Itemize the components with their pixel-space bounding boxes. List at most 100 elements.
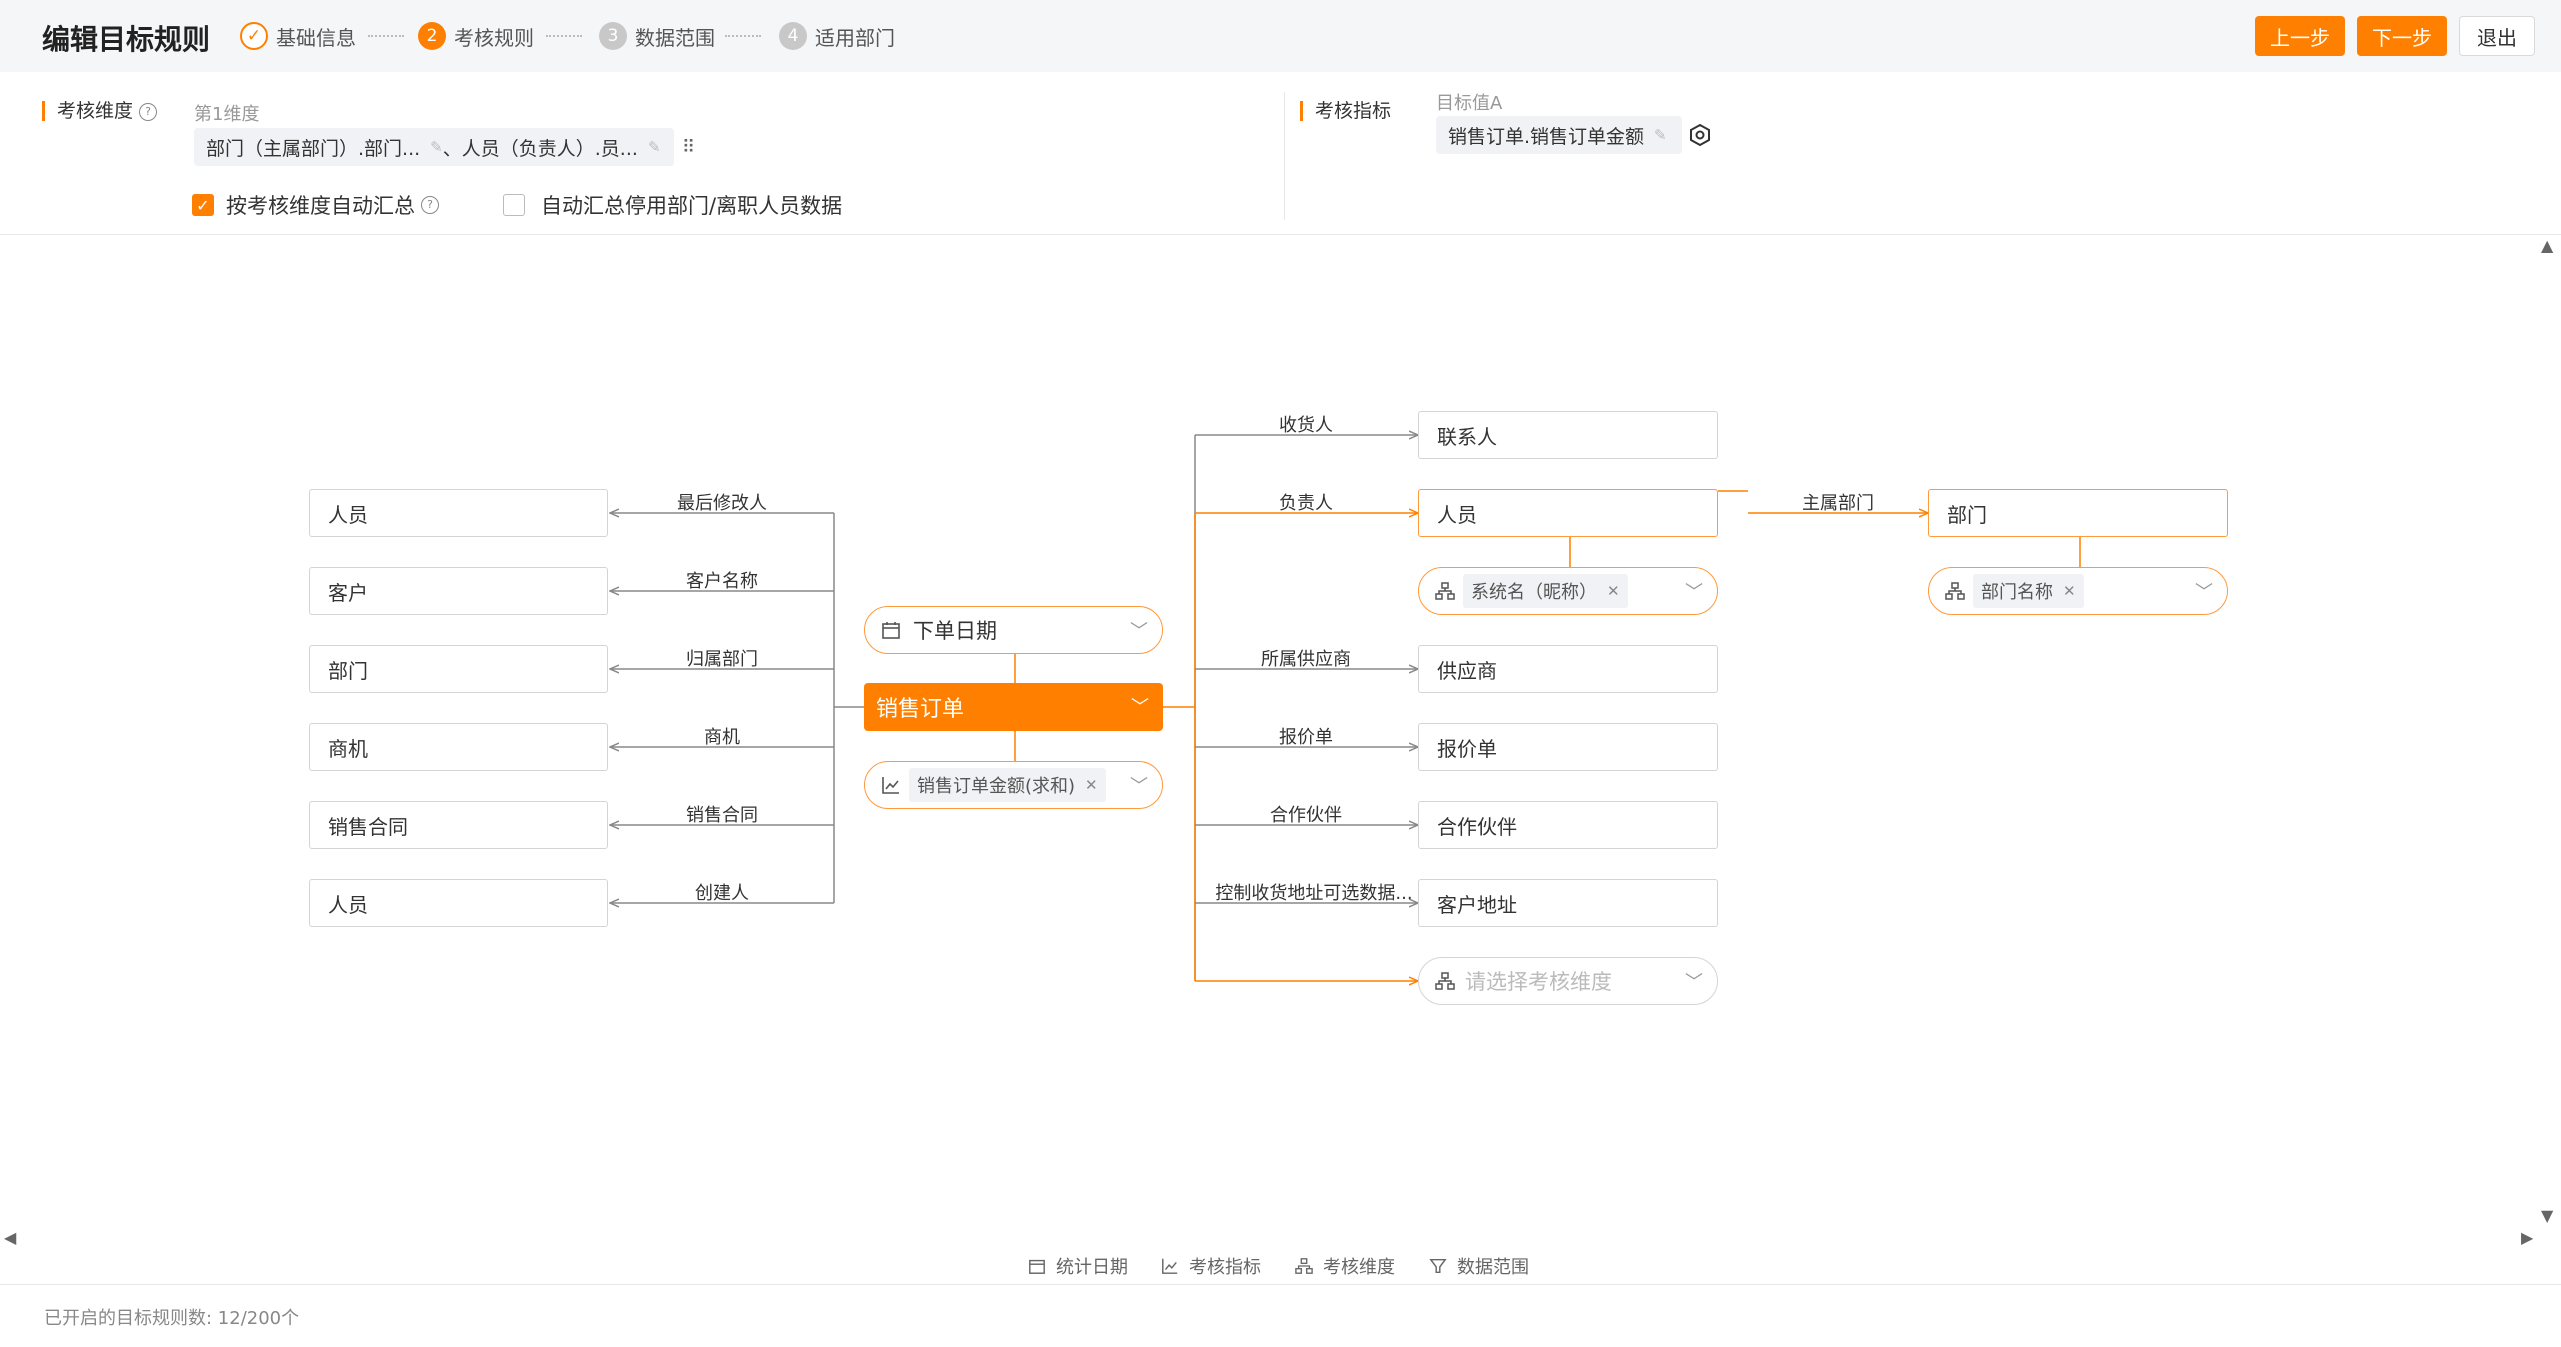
edge-label: 控制收货地址可选数据... [1215, 883, 1413, 904]
metric-section-label: 考核指标 [1300, 101, 1391, 121]
dimension-tool[interactable]: 考核维度 [1295, 1253, 1395, 1279]
dimension-chip[interactable]: 部门（主属部门）.部门... ✎ 、 人员（负责人）.员... ✎ [194, 128, 674, 166]
edit-icon[interactable]: ✎ [647, 138, 661, 156]
line-chart-icon [882, 777, 899, 794]
close-icon[interactable]: ✕ [1085, 776, 1098, 794]
section-divider [1284, 92, 1285, 220]
hierarchy-icon [1295, 1258, 1313, 1274]
step-label: 数据范围 [635, 25, 715, 50]
auto-sum-checkbox[interactable]: ✓ 按考核维度自动汇总 ? [192, 190, 439, 220]
edge-label: 合作伙伴 [1270, 805, 1342, 826]
dimension-section-label: 考核维度? [42, 101, 158, 121]
chevron-down-icon: ﹀ [1130, 621, 1148, 642]
metric-field-select[interactable]: 销售订单金额(求和)✕ ﹀ [864, 761, 1163, 809]
disabled-sum-checkbox[interactable]: 自动汇总停用部门/离职人员数据 [503, 190, 842, 220]
chevron-down-icon: ﹀ [1131, 697, 1149, 718]
page-title: 编辑目标规则 [42, 23, 211, 56]
metric-sub-label: 目标值A [1436, 93, 1503, 114]
graph-node[interactable]: 部门 [1928, 489, 2228, 537]
center-node[interactable]: 销售订单 ﹀ [864, 683, 1163, 731]
step-label: 基础信息 [276, 25, 356, 50]
checkbox-unchecked-icon [503, 194, 525, 216]
dimension-tag: 系统名（昵称）✕ [1463, 574, 1628, 608]
calendar-icon [882, 622, 900, 639]
prev-button[interactable]: 上一步 [2255, 16, 2345, 56]
edit-icon[interactable]: ✎ [1654, 126, 1667, 144]
date-field-select[interactable]: 下单日期 ﹀ [864, 606, 1163, 654]
scroll-left-arrow[interactable]: ◀ [4, 1228, 17, 1247]
step-rules[interactable]: 2 考核规则 [418, 20, 534, 52]
checkbox-checked-icon: ✓ [192, 194, 214, 216]
chevron-down-icon: ﹀ [2195, 582, 2213, 603]
graph-node[interactable]: 部门 [309, 645, 608, 693]
graph-node[interactable]: 人员 [1418, 489, 1718, 537]
step-connector [546, 35, 582, 37]
edge-label: 创建人 [695, 883, 749, 904]
graph-node[interactable]: 客户 [309, 567, 608, 615]
step-connector [725, 35, 761, 37]
dimension-select-placeholder: 请选择考核维度 [1465, 970, 1612, 994]
metric-chip[interactable]: 销售订单.销售订单金额 ✎ [1436, 116, 1682, 154]
edge-label: 最后修改人 [677, 493, 767, 514]
settings-icon[interactable] [1689, 123, 1711, 150]
check-icon: ✓ [240, 22, 268, 50]
graph-node[interactable]: 联系人 [1418, 411, 1718, 459]
graph-node[interactable]: 合作伙伴 [1418, 801, 1718, 849]
edge-label: 所属供应商 [1261, 649, 1351, 670]
hierarchy-icon [1945, 582, 1965, 600]
help-icon[interactable]: ? [421, 196, 439, 214]
dept-dimension-select[interactable]: 部门名称✕ ﹀ [1928, 567, 2228, 615]
scroll-down-arrow[interactable]: ▼ [2541, 1206, 2554, 1225]
rule-count-text: 已开启的目标规则数: 12/200个 [44, 1308, 300, 1329]
graph-node[interactable]: 销售合同 [309, 801, 608, 849]
chevron-down-icon: ﹀ [1685, 972, 1703, 993]
footer-divider [0, 1284, 2561, 1285]
graph-node[interactable]: 报价单 [1418, 723, 1718, 771]
step-number: 2 [418, 22, 446, 50]
step-number: 3 [599, 22, 627, 50]
chevron-down-icon: ﹀ [1685, 582, 1703, 603]
edge-label: 报价单 [1279, 727, 1333, 748]
edge-label: 主属部门 [1802, 493, 1874, 514]
step-data-range[interactable]: 3 数据范围 [599, 20, 715, 52]
step-number: 4 [779, 22, 807, 50]
data-range-tool[interactable]: 数据范围 [1429, 1253, 1529, 1279]
step-label: 考核规则 [454, 25, 534, 50]
scroll-up-arrow[interactable]: ▲ [2541, 236, 2554, 255]
edit-icon[interactable]: ✎ [430, 138, 443, 156]
metric-tool[interactable]: 考核指标 [1161, 1253, 1261, 1279]
graph-node[interactable]: 供应商 [1418, 645, 1718, 693]
person-dimension-select[interactable]: 系统名（昵称）✕ ﹀ [1418, 567, 1718, 615]
exit-button[interactable]: 退出 [2459, 16, 2535, 56]
step-basic-info[interactable]: ✓ 基础信息 [240, 20, 356, 52]
step-connector [368, 35, 404, 37]
graph-node[interactable]: 商机 [309, 723, 608, 771]
edge-label: 客户名称 [686, 571, 758, 592]
metric-tag: 销售订单金额(求和)✕ [909, 768, 1106, 802]
hierarchy-icon [1435, 582, 1455, 600]
edge-label: 归属部门 [686, 649, 758, 670]
graph-node[interactable]: 人员 [309, 879, 608, 927]
next-button[interactable]: 下一步 [2357, 16, 2447, 56]
step-label: 适用部门 [815, 25, 895, 50]
close-icon[interactable]: ✕ [2063, 582, 2076, 600]
edge-label: 销售合同 [686, 805, 758, 826]
close-icon[interactable]: ✕ [1607, 582, 1620, 600]
line-chart-icon [1162, 1258, 1178, 1274]
edge-label: 收货人 [1279, 415, 1333, 436]
step-departments[interactable]: 4 适用部门 [779, 20, 895, 52]
drag-handle-icon[interactable]: ⠿ [682, 137, 695, 158]
graph-node[interactable]: 客户地址 [1418, 879, 1718, 927]
scroll-right-arrow[interactable]: ▶ [2521, 1228, 2534, 1247]
graph-node[interactable]: 人员 [309, 489, 608, 537]
calendar-icon [1029, 1259, 1045, 1274]
chevron-down-icon: ﹀ [1130, 776, 1148, 797]
hierarchy-icon [1435, 972, 1455, 990]
stat-date-tool[interactable]: 统计日期 [1028, 1253, 1128, 1279]
help-icon[interactable]: ? [139, 102, 158, 121]
dimension-select[interactable]: 请选择考核维度 ﹀ [1418, 957, 1718, 1005]
dimension-sub-label: 第1维度 [194, 104, 260, 125]
edge-label: 商机 [704, 727, 740, 748]
filter-icon [1429, 1258, 1447, 1274]
